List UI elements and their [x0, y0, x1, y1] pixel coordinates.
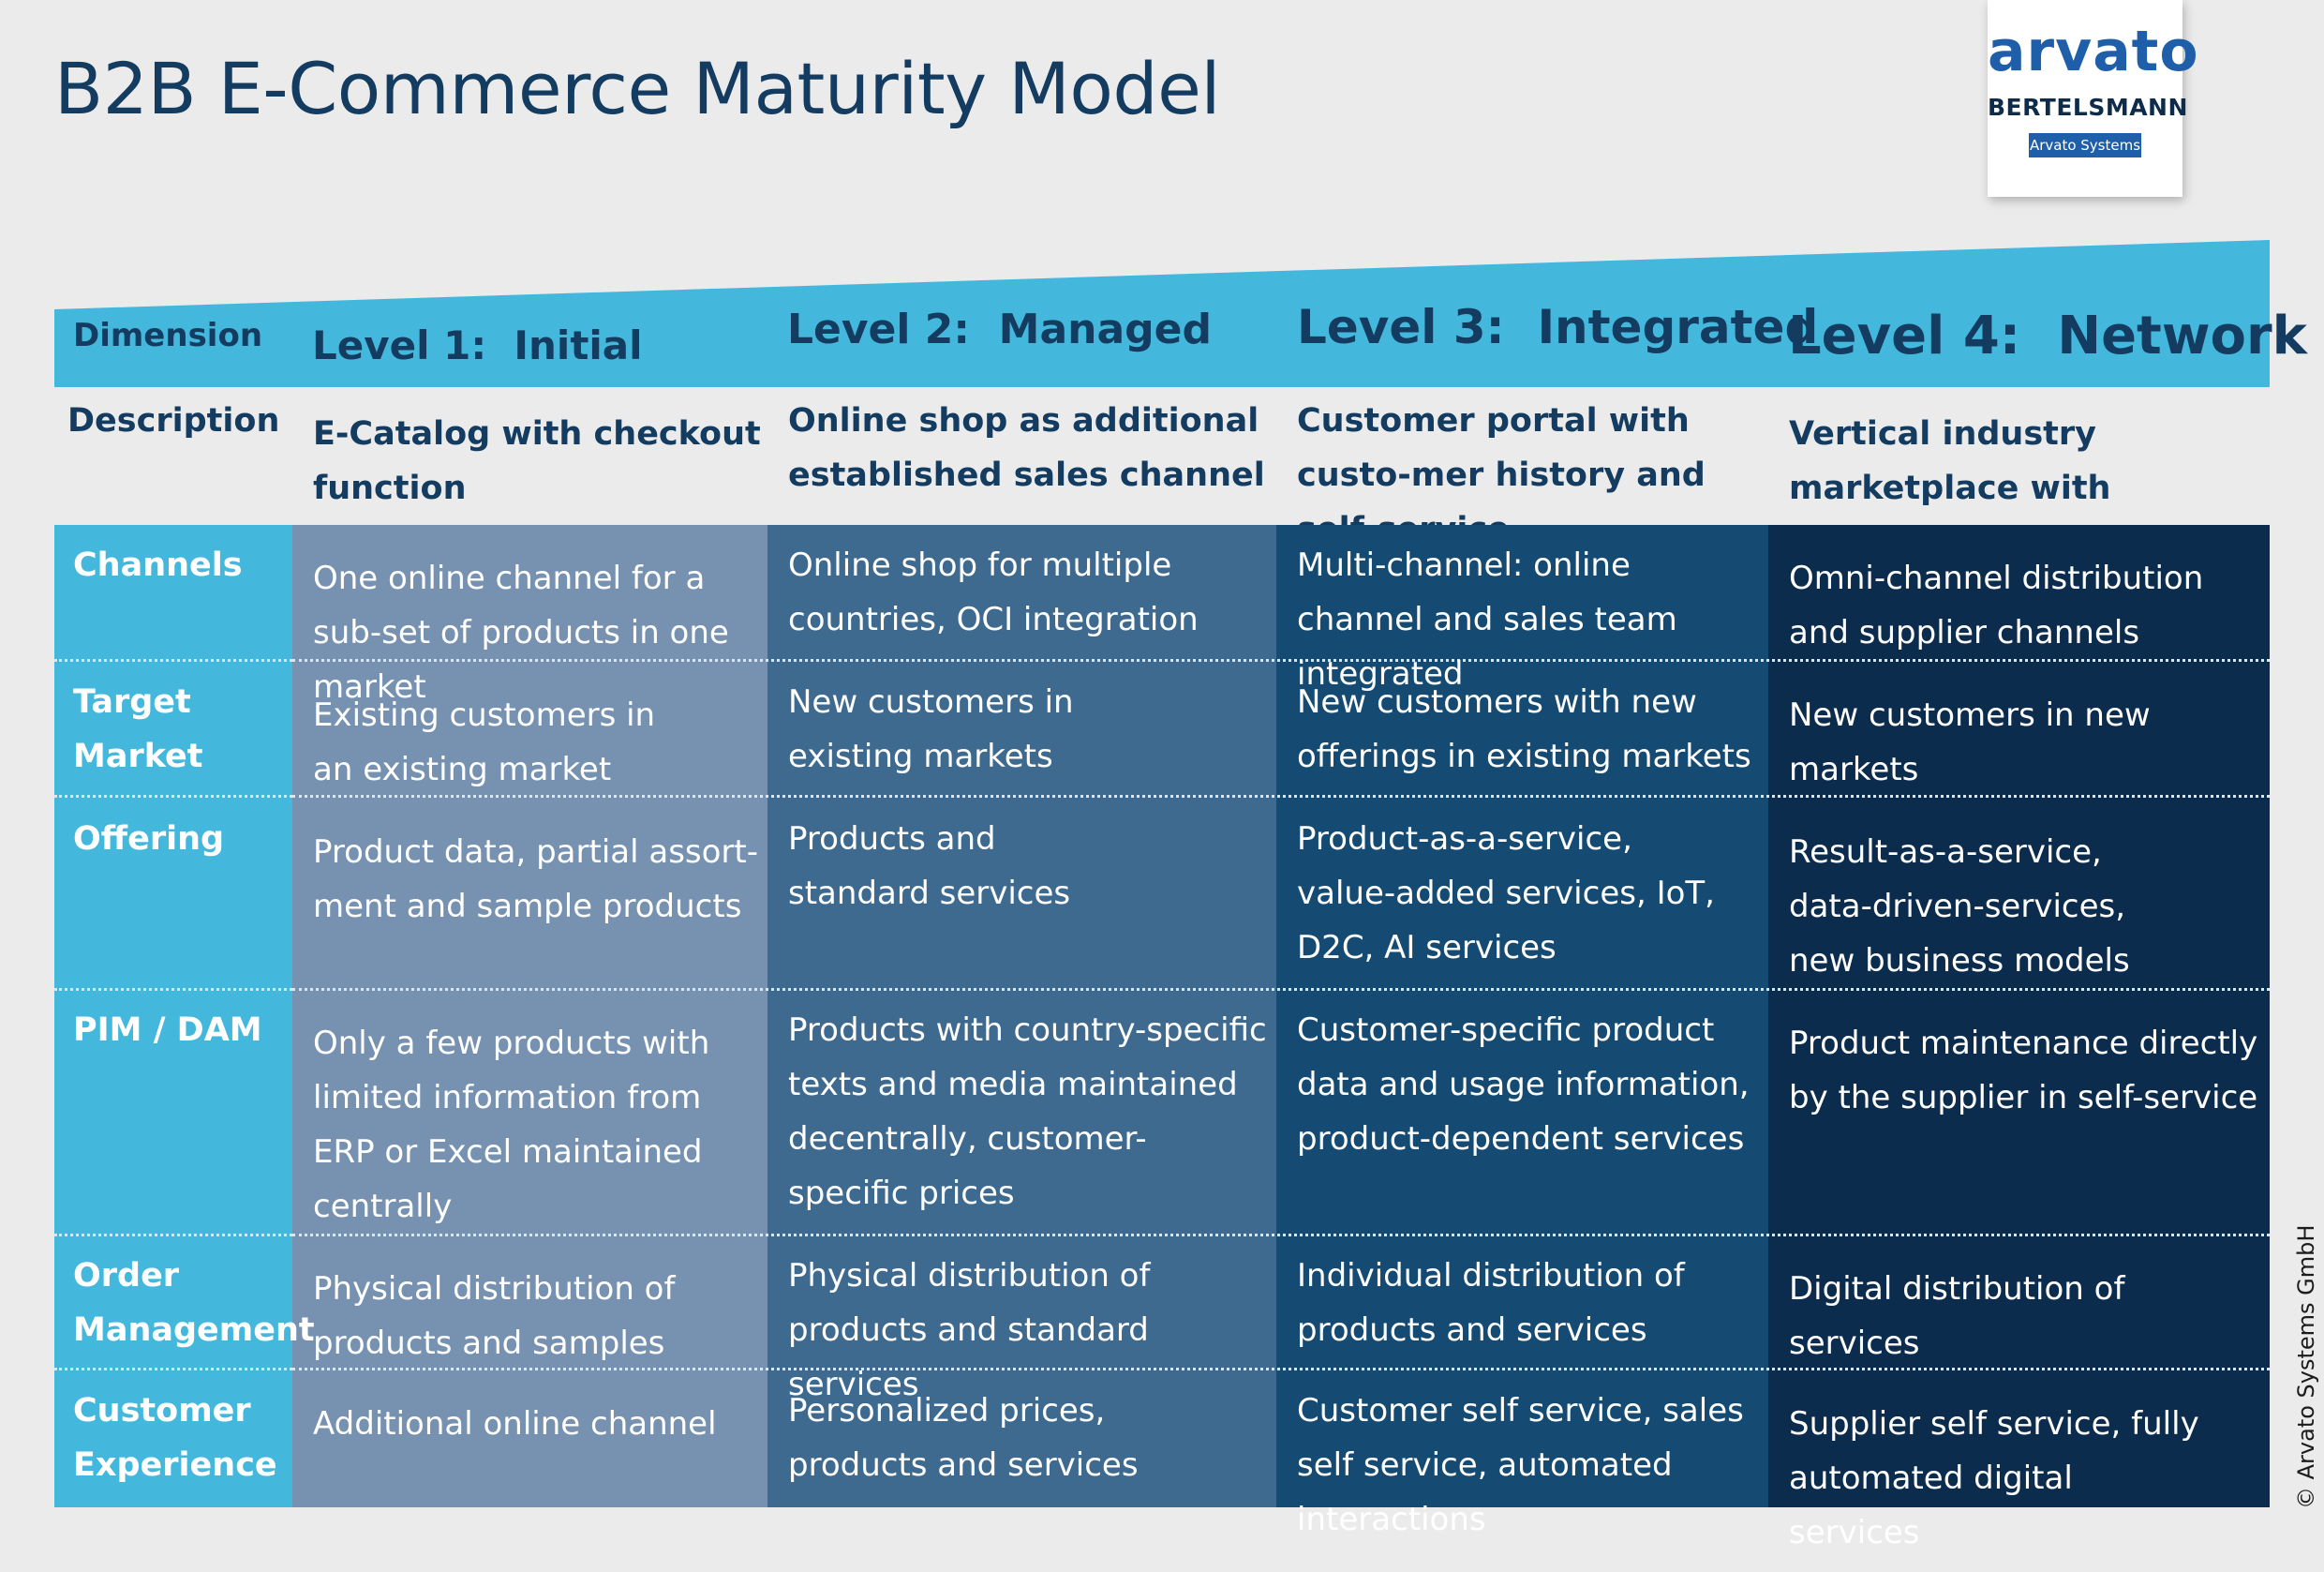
row-divider: [292, 659, 2270, 662]
dimension-header: Dimension: [73, 317, 263, 354]
cell-target-market-level-3: New customers with new offerings in exis…: [1297, 683, 1751, 775]
description-level-2: Online shop as additional established sa…: [788, 402, 1265, 494]
cell-pim-dam-level-4: Product maintenance directly by the supp…: [1789, 1025, 2258, 1116]
level-2-name: Managed: [998, 306, 1212, 353]
level-1-name: Initial: [514, 322, 643, 368]
level-3-name: Integrated: [1537, 300, 1819, 354]
level-4-number: Level 4:: [1788, 306, 2021, 367]
cell-offering-level-2: Products and standard services: [788, 820, 1071, 912]
level-3-header: Level 3: Integrated: [1297, 300, 1818, 354]
row-divider: [54, 988, 292, 991]
row-label-offering: Offering: [73, 820, 225, 858]
level-4-column: [1768, 525, 2270, 1507]
logo-brand: BERTELSMANN: [1988, 94, 2188, 121]
page-title: B2B E-Commerce Maturity Model: [54, 47, 1221, 130]
copyright-notice: © Arvato Systems GmbH: [2293, 1224, 2319, 1509]
level-4-header: Level 4: Network: [1788, 306, 2307, 367]
level-3-column: [1276, 525, 1768, 1507]
cell-target-market-level-1: Existing customers in an existing market: [313, 696, 656, 788]
cell-customer-experience-level-3: Customer self service, sales self servic…: [1297, 1392, 1744, 1538]
cell-order-management-level-4: Digital distribution of services: [1789, 1270, 2125, 1362]
cell-order-management-level-1: Physical distribution of products and sa…: [313, 1270, 676, 1362]
level-4-name: Network: [2057, 306, 2307, 367]
row-label-customer-experience: Customer Experience: [73, 1392, 277, 1484]
cell-channels-level-3: Multi-channel: online channel and sales …: [1297, 546, 1677, 693]
cell-pim-dam-level-1: Only a few products with limited informa…: [313, 1025, 710, 1225]
header-band-shape: [54, 240, 2270, 387]
level-1-header: Level 1: Initial: [312, 322, 643, 368]
cell-customer-experience-level-4: Supplier self service, fully automated d…: [1789, 1405, 2199, 1551]
row-divider: [54, 1234, 292, 1236]
level-1-number: Level 1:: [312, 322, 487, 368]
level-1-column: [292, 525, 767, 1507]
level-3-number: Level 3:: [1297, 300, 1505, 354]
row-divider: [54, 659, 292, 662]
cell-channels-level-2: Online shop for multiple countries, OCI …: [788, 546, 1199, 638]
row-divider: [54, 1368, 292, 1370]
header-band: [54, 240, 2270, 387]
row-label-channels: Channels: [73, 546, 243, 584]
logo-sub: Arvato Systems: [2029, 133, 2141, 157]
cell-target-market-level-4: New customers in new markets: [1789, 696, 2151, 788]
cell-target-market-level-2: New customers in existing markets: [788, 683, 1074, 775]
cell-offering-level-4: Result-as-a-service, data-driven-service…: [1789, 833, 2130, 980]
description-label: Description: [67, 402, 280, 440]
description-level-1: E-Catalog with checkout function: [313, 415, 761, 507]
row-label-pim-dam: PIM / DAM: [73, 1011, 262, 1049]
logo-word: arvato: [1988, 19, 2199, 84]
level-2-header: Level 2: Managed: [787, 306, 1212, 353]
row-divider: [54, 795, 292, 798]
level-2-number: Level 2:: [787, 306, 971, 353]
row-label-order-management: Order Management: [73, 1257, 315, 1349]
row-divider: [292, 795, 2270, 798]
row-label-target-market: Target Market: [73, 683, 203, 775]
arvato-logo: arvato BERTELSMANN Arvato Systems: [1988, 0, 2199, 197]
row-divider: [292, 1234, 2270, 1236]
row-divider: [292, 1368, 2270, 1370]
cell-offering-level-3: Product-as-a-service, value-added servic…: [1297, 820, 1715, 966]
cell-customer-experience-level-2: Personalized prices, products and servic…: [788, 1392, 1139, 1484]
cell-order-management-level-2: Physical distribution of products and st…: [788, 1257, 1151, 1403]
cell-customer-experience-level-1: Additional online channel: [313, 1405, 717, 1443]
cell-channels-level-4: Omni-channel distribution and supplier c…: [1789, 560, 2204, 651]
level-2-column: [767, 525, 1276, 1507]
row-divider: [292, 988, 2270, 991]
cell-pim-dam-level-3: Customer-specific product data and usage…: [1297, 1011, 1750, 1158]
cell-channels-level-1: One online channel for a sub-set of prod…: [313, 560, 729, 706]
cell-order-management-level-3: Individual distribution of products and …: [1297, 1257, 1685, 1349]
cell-offering-level-1: Product data, partial assort-ment and sa…: [313, 833, 759, 925]
label-column: [54, 525, 292, 1507]
cell-pim-dam-level-2: Products with country-specific texts and…: [788, 1011, 1267, 1212]
